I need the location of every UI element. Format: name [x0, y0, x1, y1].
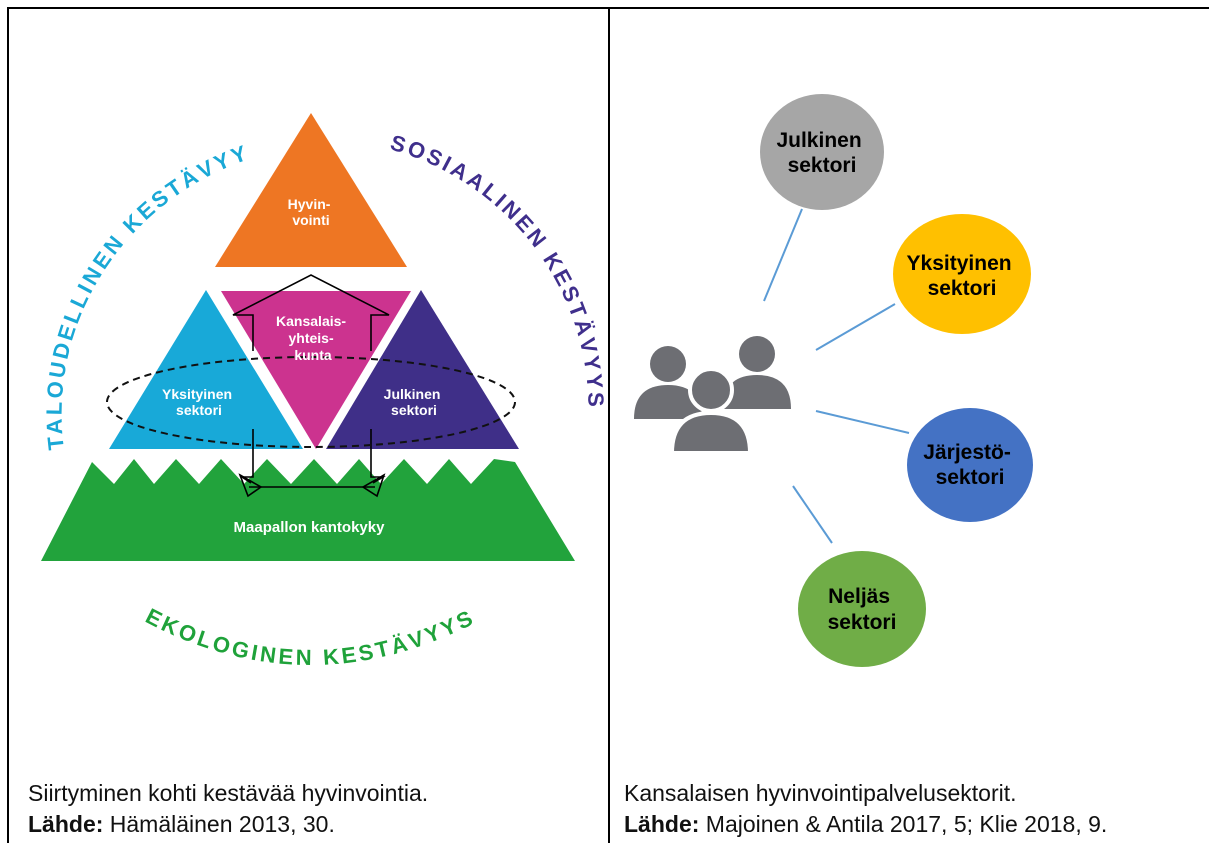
- left-source-text: Hämäläinen 2013, 30.: [103, 811, 335, 837]
- fourth-sector-ellipse: [798, 551, 926, 667]
- left-caption-source: Lähde: Hämäläinen 2013, 30.: [28, 809, 428, 840]
- people-group-icon: [634, 336, 791, 455]
- public-sector-ellipse: [760, 94, 884, 210]
- right-caption-source: Lähde: Majoinen & Antila 2017, 5; Klie 2…: [624, 809, 1107, 840]
- organisation-sector-node-label: Järjestö- sektori: [923, 441, 1016, 489]
- earth-capacity-label: Maapallon kantokyky: [234, 519, 386, 536]
- ecological-sustainability-label: EKOLOGINEN KESTÄVYYS: [142, 603, 479, 670]
- node-organisation-sector: Järjestö- sektori: [907, 408, 1033, 522]
- private-sector-node-label: Yksityinen sektori: [907, 252, 1018, 300]
- right-source-label: Lähde:: [624, 811, 700, 837]
- right-caption: Kansalaisen hyvinvointipalvelusektorit. …: [624, 778, 1107, 840]
- sustainability-diagram-panel: TALOUDELLINEN KESTÄVYYS SOSIAALINEN KEST…: [0, 0, 608, 843]
- sustainability-diagram: TALOUDELLINEN KESTÄVYYS SOSIAALINEN KEST…: [0, 0, 606, 670]
- private-sector-label: Yksityinen sektori: [162, 386, 236, 418]
- civil-society-triangle: [221, 291, 411, 449]
- wellbeing-triangle: [215, 113, 407, 267]
- flow-arrows: [232, 274, 390, 498]
- public-sector-triangle: [326, 290, 519, 449]
- left-caption: Siirtyminen kohti kestävää hyvinvointia.…: [28, 778, 428, 840]
- public-sector-node-label: Julkinen sektori: [776, 129, 867, 177]
- node-fourth-sector: Neljäs sektori: [798, 551, 926, 667]
- left-caption-title: Siirtyminen kohti kestävää hyvinvointia.: [28, 780, 429, 806]
- column-divider: [608, 7, 610, 843]
- sector-ellipse: [106, 356, 516, 448]
- private-sector-ellipse: [893, 214, 1031, 334]
- earth-capacity-shape: [41, 459, 575, 561]
- private-sector-triangle: [109, 290, 303, 449]
- right-source-text: Majoinen & Antila 2017, 5; Klie 2018, 9.: [699, 811, 1108, 837]
- wellbeing-label: Hyvin- vointi: [288, 196, 335, 228]
- public-sector-label: Julkinen sektori: [384, 386, 445, 418]
- connector-lines: [763, 208, 910, 544]
- civil-society-label: Kansalais- yhteis- kunta: [276, 313, 350, 363]
- service-sectors-diagram: Julkinen sektori Yksityinen sektori Järj…: [634, 94, 1033, 667]
- right-caption-title: Kansalaisen hyvinvointipalvelusektorit.: [624, 780, 1017, 806]
- service-sectors-panel: Julkinen sektori Yksityinen sektori Järj…: [610, 9, 1209, 843]
- node-public-sector: Julkinen sektori: [760, 94, 884, 210]
- organisation-sector-ellipse: [907, 408, 1033, 522]
- node-private-sector: Yksityinen sektori: [893, 214, 1031, 334]
- fourth-sector-node-label: Neljäs sektori: [828, 585, 897, 634]
- left-source-label: Lähde:: [28, 811, 104, 837]
